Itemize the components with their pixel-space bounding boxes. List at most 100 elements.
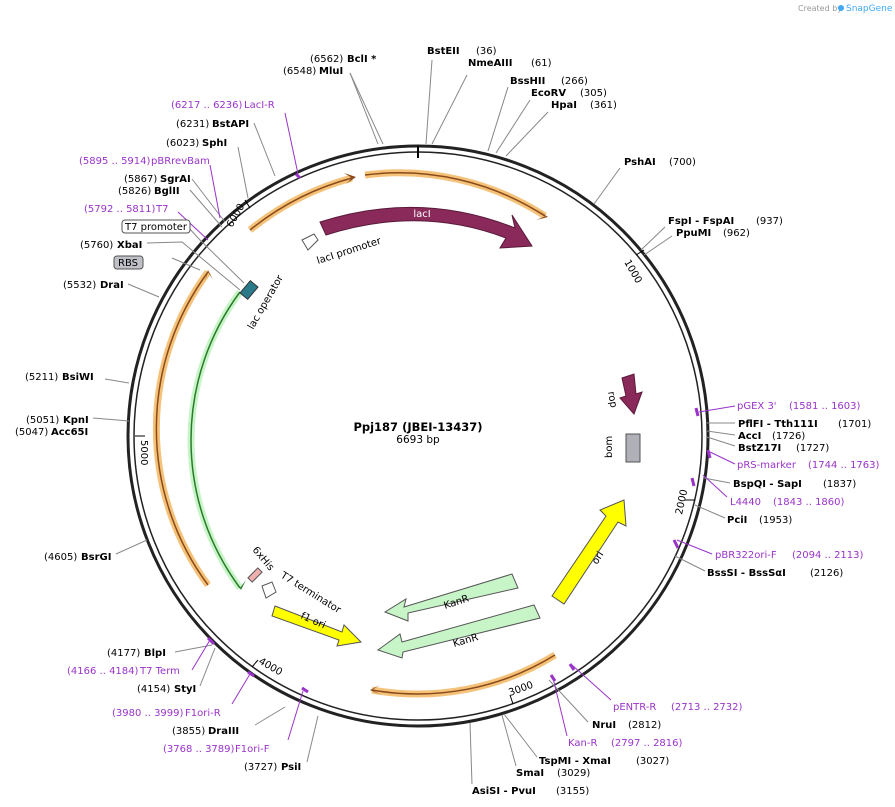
- leader-prs-marker: [709, 451, 736, 465]
- credit-text: Created by: [798, 4, 842, 13]
- tick-5000: 5000: [138, 440, 149, 465]
- primer-name-pgex3: pGEX 3': [737, 401, 777, 412]
- site-pos-xbai: (5760): [80, 240, 113, 251]
- site-pos-fspi: (937): [756, 216, 783, 227]
- site-name-bstz17i: BstZ17I: [738, 443, 781, 454]
- mark-l4440: [690, 477, 696, 487]
- primer-name-kan-r: Kan-R: [568, 738, 597, 749]
- t7-promoter-label: T7 promoter: [124, 222, 188, 233]
- primer-marks: [206, 172, 712, 694]
- leader-psii: [306, 715, 319, 763]
- site-pos-smai: (3029): [557, 768, 590, 779]
- site-name-bsrgi: BsrGI: [81, 552, 111, 563]
- site-name-bsshii: BssHII: [510, 76, 545, 87]
- primer-range-pbr322ori-f: (2094 .. 2113): [792, 550, 864, 561]
- primer-name-f1ori-r: F1ori-R: [185, 708, 221, 719]
- site-pos-acci: (1726): [772, 431, 805, 442]
- orf-arc-3: [155, 271, 209, 586]
- mark-t7term: [206, 636, 216, 646]
- orf-arc-2-head: [536, 209, 548, 220]
- site-pos-kpni: (5051): [26, 415, 59, 426]
- mark-laci-r: [294, 172, 302, 180]
- plasmid-length: 6693 bp: [396, 434, 440, 446]
- site-name-fspi: FspI - FspAI: [668, 216, 734, 227]
- site-pos-bglii: (5826): [118, 186, 151, 197]
- leader-draiii: [254, 706, 286, 726]
- snapgene-logo-icon: [838, 5, 844, 11]
- leader-rbs: [171, 257, 201, 271]
- primer-name-pentr-r: pENTR-R: [613, 702, 656, 713]
- leader-f1ori-r: [231, 673, 251, 705]
- leader-tspmi: [503, 713, 538, 758]
- site-name-nrui: NruI: [592, 720, 616, 731]
- primer-range-laci-r: (6217 .. 6236): [171, 100, 243, 111]
- site-name-ppumi: PpuMI: [676, 228, 711, 239]
- site-pos-tspmi: (3027): [636, 756, 669, 767]
- leader-bspqi: [703, 477, 731, 484]
- t7-promoter-box: [121, 219, 191, 234]
- site-pos-ecorv: (305): [580, 88, 607, 99]
- tick-4000-mark: [251, 659, 259, 668]
- site-name-bcli: BclI *: [347, 54, 377, 65]
- mark-f1ori-f: [301, 686, 309, 694]
- leader-bstz17i: [706, 436, 736, 447]
- rop-label: rop: [605, 391, 619, 409]
- site-pos-pcii: (1953): [759, 515, 792, 526]
- kanr-feature-2: [376, 604, 541, 659]
- site-name-tspmi: TspMI - XmaI: [539, 756, 611, 767]
- primer-range-pentr-r: (2713 .. 2732): [671, 702, 743, 713]
- tick-2000: 2000: [674, 488, 690, 515]
- primer-range-prs-marker: (1744 .. 1763): [808, 460, 880, 471]
- site-pos-pflfi: (1701): [838, 419, 871, 430]
- mark-kan-r: [549, 674, 557, 682]
- primer-range-t7term: (4166 .. 4184): [67, 666, 139, 677]
- orf-arc-1: [249, 177, 353, 231]
- primer-range-t7: (5792 .. 5811): [84, 204, 156, 215]
- tick-1000-mark: [635, 249, 645, 256]
- primer-name-t7term: T7 Term: [139, 666, 180, 677]
- primer-range-f1ori-f: (3768 .. 3789): [163, 744, 235, 755]
- primer-name-laci-r: LacI-R: [244, 100, 275, 111]
- leader-bstapi: [253, 122, 276, 177]
- primer-name-l4440: L4440: [730, 497, 761, 508]
- site-pos-bsssi: (2126): [810, 568, 843, 579]
- primer-name-prs-marker: pRS-marker: [737, 460, 797, 471]
- site-name-blpi: BlpI: [144, 648, 166, 659]
- plasmid-name: Ppj187 (JBEI-13437): [353, 420, 482, 434]
- site-pos-pshai: (700): [669, 157, 696, 168]
- site-pos-psii: (3727): [244, 762, 277, 773]
- site-pos-nrui: (2812): [628, 720, 661, 731]
- site-pos-bsiwi: (5211): [25, 372, 58, 383]
- bom-label: bom: [604, 436, 615, 458]
- leader-sgrai: [191, 178, 226, 223]
- leader-t7: [177, 211, 209, 241]
- green-orf-head: [235, 580, 246, 590]
- site-name-bstapi: BstAPI: [212, 119, 249, 130]
- leader-lines: [92, 59, 736, 785]
- leader-bsssi: [674, 555, 706, 572]
- site-pos-draiii: (3855): [172, 726, 205, 737]
- site-pos-ppumi: (962): [723, 228, 750, 239]
- site-name-hpai: HpaI: [551, 100, 577, 111]
- site-name-drai: DraI: [100, 280, 124, 291]
- leader-drai: [127, 283, 160, 298]
- site-name-bglii: BglII: [154, 186, 180, 197]
- site-pos-bspqi: (1837): [823, 479, 856, 490]
- site-pos-mlui: (6548): [283, 66, 316, 77]
- leader-pcii: [694, 504, 726, 519]
- rbs-box: [113, 255, 144, 270]
- leader-bsteii: [425, 59, 433, 145]
- primer-range-f1ori-r: (3980 .. 3999): [112, 708, 184, 719]
- leader-kan-r: [552, 677, 568, 737]
- site-name-bsiwi: BsiWI: [62, 372, 94, 383]
- leader-ppumi: [643, 235, 673, 256]
- f1-ori-feature: [271, 605, 363, 647]
- site-pos-styi: (4154): [137, 684, 170, 695]
- green-orf-highlight: [187, 289, 243, 591]
- site-name-pflfi: PflFI - Tth111I: [738, 419, 818, 430]
- site-name-acci: AccI: [738, 431, 761, 442]
- t7-terminator-label: T7 terminator: [278, 570, 344, 617]
- leader-t7promoter: [187, 226, 245, 284]
- leader-bsshii: [487, 86, 509, 152]
- laci-promoter-arrow: [301, 233, 319, 251]
